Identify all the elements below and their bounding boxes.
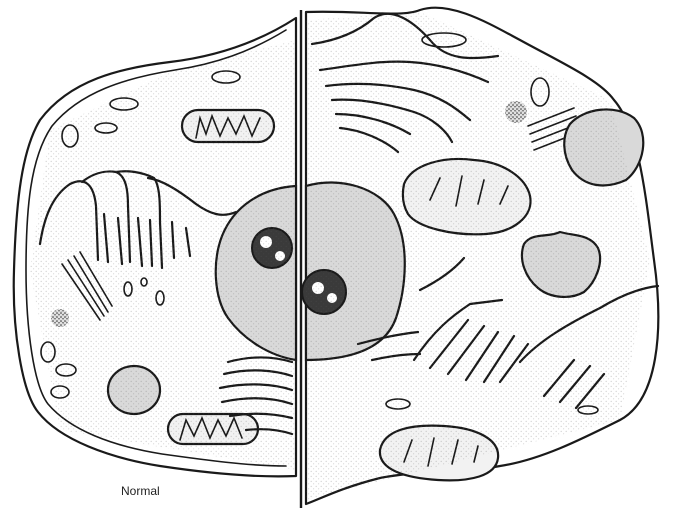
altered-cell-half	[302, 8, 658, 504]
normal-label: Normal	[121, 484, 160, 498]
normal-cell-half	[14, 18, 296, 476]
